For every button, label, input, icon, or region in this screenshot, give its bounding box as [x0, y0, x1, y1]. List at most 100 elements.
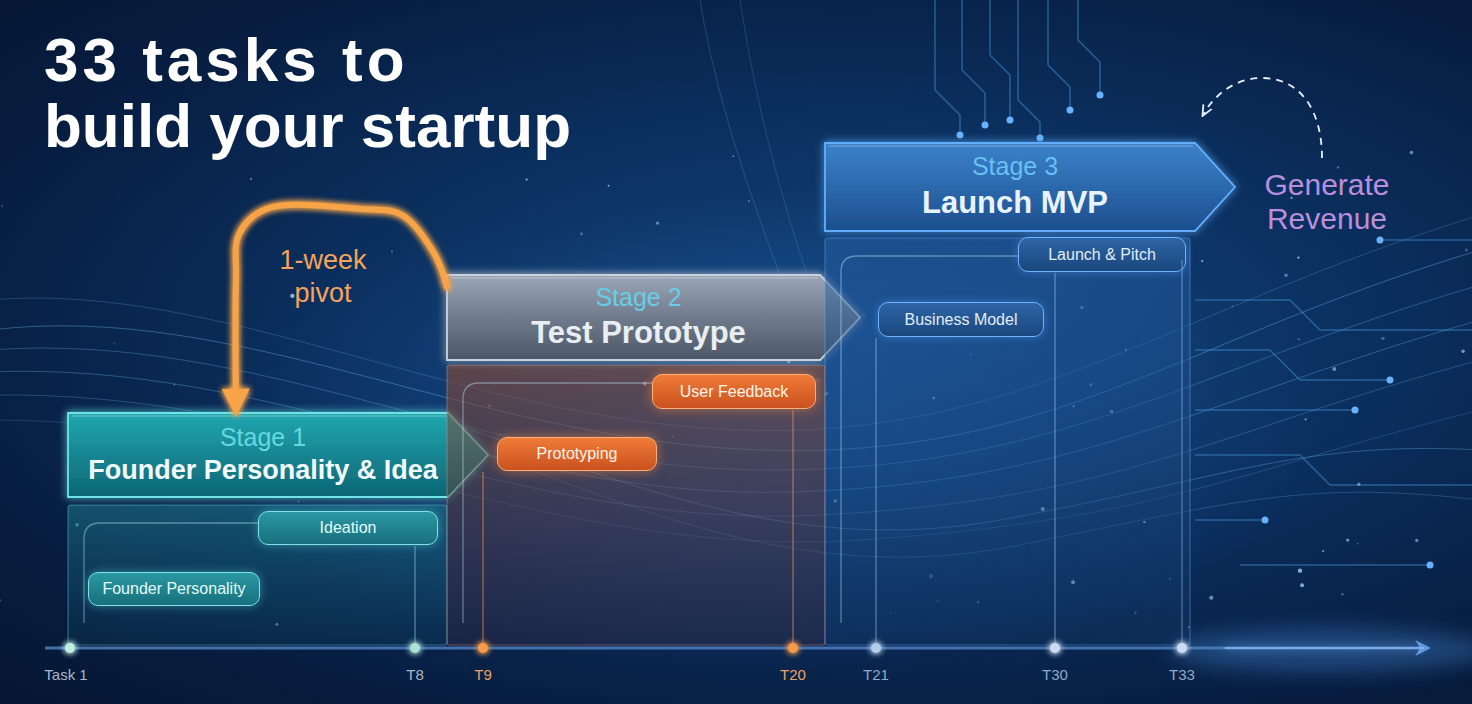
- task-pill: Business Model: [878, 302, 1044, 337]
- stage-title: Launch MVP: [922, 185, 1108, 221]
- stage-column: Stage 3 Launch MVP Business Model Launch & …: [825, 143, 1235, 645]
- circuit-trace: [1380, 239, 1472, 241]
- timeline-tick: T9: [443, 665, 523, 685]
- stage-highlight: [72, 415, 446, 416]
- connector-label: 1-week pivot: [268, 244, 378, 310]
- particle: [1357, 483, 1360, 486]
- particle: [1322, 550, 1324, 552]
- particle: [1, 205, 3, 207]
- timeline-tick: T33: [1142, 665, 1222, 685]
- particle: [580, 232, 583, 235]
- particle: [1231, 305, 1233, 307]
- particle: [656, 221, 659, 224]
- circuit-trace: [1195, 350, 1390, 380]
- particle: [1410, 151, 1414, 155]
- circuit-pad: [1262, 517, 1269, 524]
- stage-column: Stage 2 Test PrototypePrototyping User Fee…: [447, 275, 860, 645]
- circuit-trace: [935, 0, 960, 135]
- stage-highlight: [451, 277, 818, 278]
- particle: [733, 156, 735, 158]
- particle: [1298, 568, 1302, 572]
- timeline-tick: T21: [836, 665, 916, 685]
- circuit-trace: [1195, 519, 1265, 521]
- particle: [290, 294, 294, 298]
- particle: [391, 250, 393, 252]
- circuit-trace: [990, 0, 1010, 120]
- particle: [1297, 256, 1299, 258]
- stage-arrow-shape: [447, 275, 860, 360]
- timeline-axis: [45, 647, 1428, 650]
- outcome-label: Generate Revenue: [1242, 168, 1412, 236]
- circuit-pad: [1352, 407, 1359, 414]
- particle: [1381, 337, 1384, 340]
- particle: [1304, 418, 1306, 420]
- particle: [1461, 350, 1464, 353]
- particle: [0, 599, 1, 601]
- circuit-trace: [1195, 455, 1472, 485]
- particle: [1465, 248, 1468, 251]
- stage-highlight: [829, 145, 1193, 146]
- timeline-tick: T30: [1015, 665, 1095, 685]
- timeline-tick: Task 1: [26, 665, 106, 685]
- stage-arrow-shape: [825, 143, 1235, 231]
- circuit-trace: [1195, 409, 1355, 411]
- particle: [250, 178, 252, 180]
- circuit-pad: [1377, 237, 1384, 244]
- circuit-pad: [1387, 377, 1394, 384]
- stage-title: Founder Personality & Idea: [88, 455, 438, 486]
- particle: [297, 500, 299, 502]
- particle: [608, 185, 610, 187]
- particle: [1341, 593, 1343, 595]
- circuit-pad: [1067, 107, 1074, 114]
- circuit-pad: [957, 132, 964, 139]
- stage-arrow-shape: [68, 413, 488, 497]
- stage-number: Stage 1: [220, 424, 306, 452]
- circuit-pad: [982, 122, 989, 129]
- pivot-connector: [236, 205, 447, 411]
- stage-number: Stage 2: [595, 284, 681, 312]
- task-label: Founder Personality: [102, 580, 245, 598]
- circuit-trace: [962, 0, 985, 125]
- particle: [1332, 367, 1336, 371]
- particle: [1346, 538, 1349, 541]
- timeline-tick: T8: [375, 665, 455, 685]
- flow-line: [0, 215, 1472, 431]
- circuit-pad: [1427, 562, 1434, 569]
- stage-panel: [825, 238, 1190, 645]
- task-pill: Founder Personality: [88, 572, 260, 606]
- particle: [1415, 539, 1418, 542]
- stage-column: Stage 1 Founder Personality & IdeaFounder…: [68, 413, 488, 645]
- task-label: Prototyping: [537, 445, 618, 463]
- particle: [1357, 543, 1359, 545]
- circuit-trace: [1240, 564, 1430, 566]
- task-pill: Prototyping: [497, 437, 657, 471]
- circuit-pad: [1037, 135, 1044, 142]
- stage-number: Stage 3: [972, 153, 1058, 181]
- diagram-title: 33 tasks to build your startup: [44, 27, 584, 159]
- task-label: User Feedback: [680, 383, 789, 401]
- particle: [525, 178, 527, 180]
- task-pill: Ideation: [258, 511, 438, 545]
- task-label: Ideation: [320, 519, 377, 537]
- timeline-highlight: [1225, 647, 1424, 649]
- stage-bracket: [841, 256, 1018, 623]
- stage-panel: [68, 505, 447, 645]
- stage-panel: [447, 365, 825, 645]
- stage-title: Test Prototype: [531, 315, 746, 351]
- particle: [1201, 260, 1203, 262]
- particle: [1298, 338, 1300, 340]
- task-label: Business Model: [905, 311, 1018, 329]
- timeline-glow: [1170, 628, 1472, 672]
- circuit-trace: [1195, 300, 1472, 330]
- stage-bracket: [463, 383, 652, 623]
- particle: [1300, 583, 1304, 587]
- particle: [117, 193, 118, 194]
- particle: [1284, 274, 1287, 277]
- particle: [1209, 596, 1213, 600]
- circuit-trace: [1018, 0, 1040, 138]
- task-pill: User Feedback: [652, 374, 816, 409]
- task-pill: Launch & Pitch: [1018, 237, 1186, 272]
- particle: [174, 384, 175, 385]
- circuit-pad: [1097, 92, 1104, 99]
